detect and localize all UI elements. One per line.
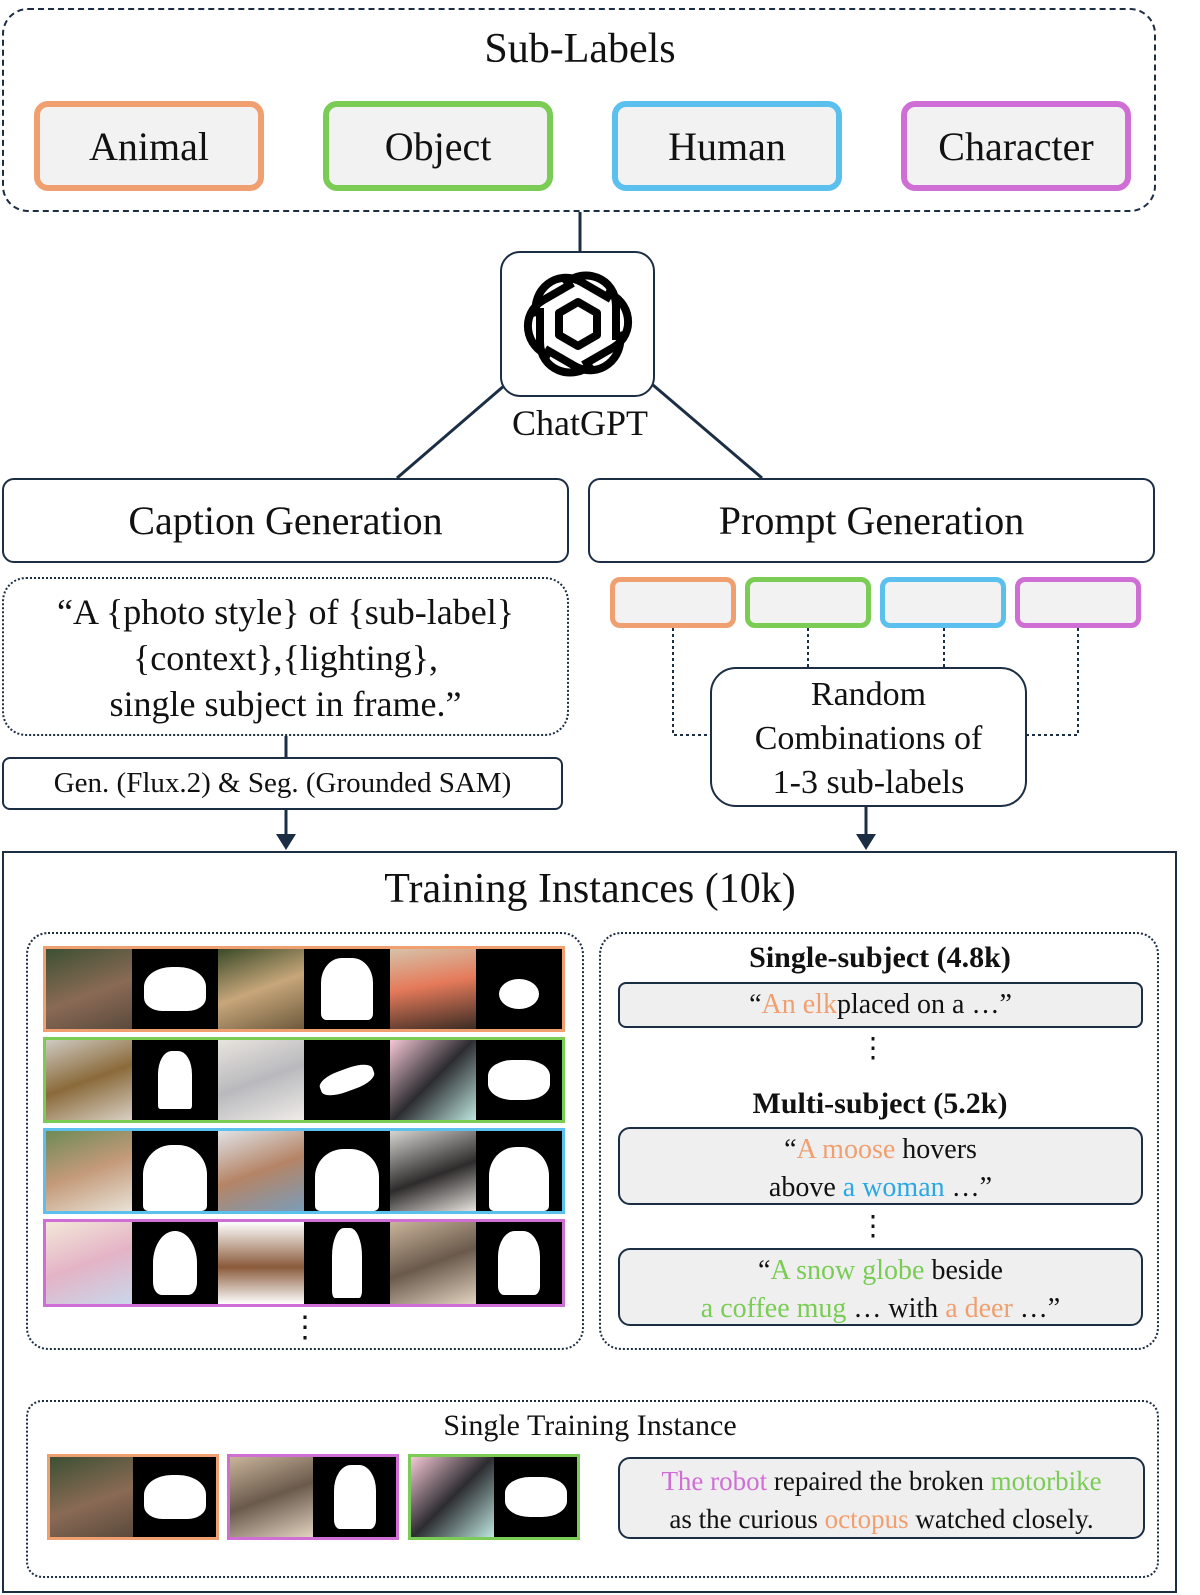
chatgpt-label: ChatGPT [511, 403, 648, 443]
multi-subject-title: Multi-subject (5.2k) [752, 1087, 1008, 1120]
single-subject-prompt: “An elk placed on a …” [618, 982, 1143, 1028]
motorbike-mask [476, 1040, 562, 1120]
sub-label-character: Character [901, 101, 1131, 191]
sub-labels-panel [2, 8, 1156, 212]
robot-mask [476, 1222, 562, 1304]
instance-pair-octopus [47, 1454, 219, 1540]
instance-pair-motorbike [408, 1454, 580, 1540]
motorbike-mask [494, 1457, 577, 1537]
caption-text: as the curious [669, 1504, 825, 1534]
random-line-1: Random [810, 676, 927, 713]
man-photo [46, 1131, 132, 1211]
octopus-mask [133, 1457, 216, 1537]
woman-mask [304, 1131, 390, 1211]
subject-robot: The robot [661, 1466, 768, 1496]
prompt-text: …” [944, 1172, 993, 1203]
cowboy-photo [218, 1222, 304, 1304]
prompt-text: beside [924, 1255, 1003, 1286]
airplane-mask [304, 1040, 390, 1120]
sub-label-human: Human [612, 101, 842, 191]
quote-open: “ [758, 1255, 771, 1286]
airplane-photo [218, 1040, 304, 1120]
image-row-animal [43, 946, 565, 1032]
prompt-text: above [768, 1172, 843, 1203]
grid-ellipsis: ⋮ [290, 1310, 320, 1344]
flamingo-photo [390, 949, 476, 1029]
subject-deer: a deer [945, 1293, 1013, 1324]
instance-pair-robot [227, 1454, 399, 1540]
subject-moose: A moose [796, 1134, 896, 1165]
lemur-mask [304, 949, 390, 1029]
slot-object [745, 577, 871, 628]
woman-2-mask [476, 1131, 562, 1211]
image-row-human [43, 1128, 565, 1214]
slot-human [880, 577, 1006, 628]
image-row-character [43, 1219, 565, 1307]
caption-text: repaired the broken [767, 1466, 991, 1496]
single-instance-title: Single Training Instance [443, 1409, 737, 1442]
octopus-photo [50, 1457, 133, 1537]
caption-text: watched closely. [908, 1504, 1094, 1534]
caption-template-line-3: single subject in frame.” [109, 684, 462, 724]
robot-photo [230, 1457, 313, 1537]
image-grid-panel [26, 932, 584, 1350]
caption-template-line-2: {context},{lighting}, [132, 638, 439, 678]
subject-woman: a woman [842, 1172, 945, 1203]
prompt-text: … with [846, 1293, 946, 1324]
training-instances-title: Training Instances (10k) [384, 866, 796, 912]
woman-2-photo [390, 1131, 476, 1211]
prompt-rest: placed on a …” [836, 989, 1012, 1020]
man-mask [132, 1131, 218, 1211]
sub-label-animal: Animal [34, 101, 264, 191]
chatgpt-logo-box [500, 251, 655, 397]
robot-photo [390, 1222, 476, 1304]
flamingo-mask [476, 949, 562, 1029]
caption-template-box: “A {photo style} of {sub-label} {context… [2, 577, 569, 736]
single-instance-caption: The robot repaired the broken motorbike … [618, 1457, 1145, 1539]
single-subject-title: Single-subject (4.8k) [749, 941, 1011, 974]
lantern-photo [46, 1040, 132, 1120]
image-row-object [43, 1037, 565, 1123]
subject-snow-globe: A snow globe [770, 1255, 925, 1286]
slot-animal [610, 577, 736, 628]
slot-character [1015, 577, 1141, 628]
random-line-3: 1-3 sub-labels [772, 764, 965, 801]
prompt-text: hovers [895, 1134, 977, 1165]
prompt-generation-box: Prompt Generation [588, 478, 1155, 563]
octopus-mask [132, 949, 218, 1029]
quote-open: “ [749, 989, 762, 1020]
sub-labels-title: Sub-Labels [484, 26, 676, 72]
subject-coffee-mug: a coffee mug [700, 1293, 847, 1324]
lemur-photo [218, 949, 304, 1029]
random-line-2: Combinations of [754, 720, 983, 757]
single-instance-panel [26, 1400, 1159, 1578]
prompt-panel [599, 932, 1159, 1350]
gen-seg-box: Gen. (Flux.2) & Seg. (Grounded SAM) [2, 757, 563, 810]
caption-generation-box: Caption Generation [2, 478, 569, 563]
caption-template-line-1: “A {photo style} of {sub-label} [56, 592, 515, 632]
multi-subject-prompt-1: “A moose hovers above a woman …” [618, 1127, 1143, 1205]
prompt-text: …” [1012, 1293, 1061, 1324]
quote-open: “ [784, 1134, 797, 1165]
robot-mask [313, 1457, 396, 1537]
random-combinations-box: Random Combinations of 1-3 sub-labels [710, 667, 1027, 807]
lantern-mask [132, 1040, 218, 1120]
motorbike-photo [411, 1457, 494, 1537]
octopus-photo [46, 949, 132, 1029]
multi-ellipsis: ⋮ [859, 1211, 887, 1242]
subject-motorbike: motorbike [990, 1466, 1102, 1496]
single-ellipsis: ⋮ [859, 1033, 887, 1064]
openai-logo-icon [518, 264, 638, 384]
subject-octopus: octopus [824, 1504, 909, 1534]
cowboy-mask [304, 1222, 390, 1304]
subject-elk: An elk [761, 989, 837, 1020]
sub-label-object: Object [323, 101, 553, 191]
multi-subject-prompt-2: “A snow globe beside a coffee mug … with… [618, 1248, 1143, 1326]
chibi-photo [46, 1222, 132, 1304]
woman-photo [218, 1131, 304, 1211]
motorbike-photo [390, 1040, 476, 1120]
chibi-mask [132, 1222, 218, 1304]
